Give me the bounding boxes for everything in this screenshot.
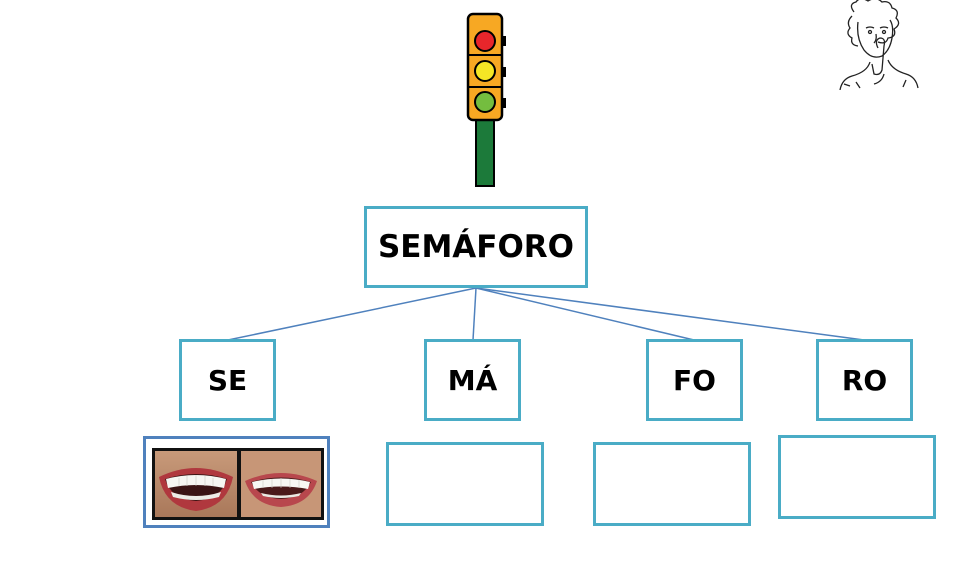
word-box: SEMÁFORO bbox=[364, 206, 588, 288]
syllable-label: SE bbox=[207, 363, 248, 397]
syllable-box-ro: RO bbox=[816, 339, 913, 421]
red-light bbox=[474, 30, 496, 52]
yellow-light bbox=[474, 60, 496, 82]
connector-se bbox=[227, 287, 477, 341]
connector-ma bbox=[472, 287, 477, 341]
syllable-label: RO bbox=[841, 363, 888, 397]
person-hushing-icon bbox=[839, 0, 919, 90]
traffic-light-pole bbox=[475, 119, 495, 187]
syllable-box-ma: MÁ bbox=[424, 339, 521, 421]
answer-box-ro[interactable] bbox=[778, 435, 936, 519]
syllable-label: FO bbox=[673, 363, 716, 397]
syllable-box-fo: FO bbox=[646, 339, 743, 421]
connector-fo bbox=[475, 287, 695, 341]
mouth-photo-open bbox=[238, 448, 324, 520]
word-label: SEMÁFORO bbox=[377, 229, 575, 265]
syllable-label: MÁ bbox=[447, 363, 498, 397]
connector-ro bbox=[475, 287, 865, 341]
mouth-picture-frame bbox=[143, 436, 330, 528]
syllable-box-se: SE bbox=[179, 339, 276, 421]
answer-box-ma[interactable] bbox=[386, 442, 544, 526]
traffic-light-icon bbox=[466, 12, 506, 187]
mouth-photo-wide bbox=[152, 448, 240, 520]
green-light bbox=[474, 91, 496, 113]
answer-box-fo[interactable] bbox=[593, 442, 751, 526]
